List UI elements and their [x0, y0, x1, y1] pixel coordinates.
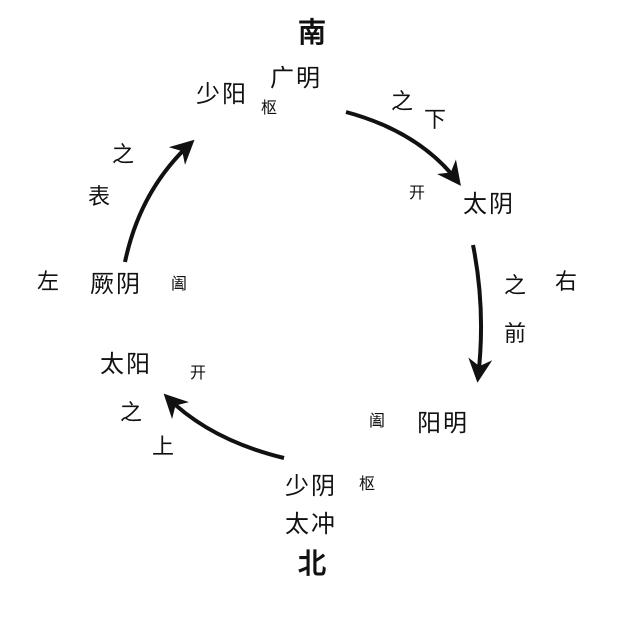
direction-north: 北 [298, 547, 327, 580]
shaoyin-role: 枢 [359, 474, 376, 493]
shaoyin-name: 少阴 [285, 472, 337, 500]
below-word: 下 [424, 108, 447, 133]
yangming-role: 阖 [369, 411, 386, 430]
jueyin-name: 厥阴 [90, 270, 142, 298]
right-word: 右 [555, 270, 578, 295]
right-zhi: 之 [504, 274, 527, 299]
above-word: 上 [152, 435, 175, 460]
right-after: 前 [504, 322, 527, 347]
above-zhi: 之 [120, 401, 143, 426]
shaoyin-alias: 太冲 [285, 510, 337, 538]
yangming-name: 阳明 [417, 409, 469, 437]
shaoyang-name: 少阳 [196, 80, 248, 108]
direction-south: 南 [298, 16, 327, 49]
arrow-jueyin-to-shaoyang [123, 139, 195, 263]
left-after: 表 [88, 185, 111, 210]
shaoyang-alias: 广明 [270, 64, 322, 92]
taiyang-name: 太阳 [100, 350, 152, 378]
left-word: 左 [37, 270, 60, 295]
taiyin-name: 太阴 [463, 190, 515, 218]
shaoyang-role: 枢 [261, 98, 278, 117]
below-zhi: 之 [391, 90, 414, 115]
jueyin-role: 阖 [171, 274, 188, 293]
arrow-shaoyin-to-taiyang [163, 393, 285, 460]
arrow-taiyin-to-yangming [468, 244, 493, 383]
arrow-shaoyang-to-taiyin [345, 110, 461, 186]
taiyang-role: 开 [190, 363, 207, 382]
left-zhi: 之 [112, 143, 135, 168]
taiyin-role: 开 [409, 183, 426, 202]
